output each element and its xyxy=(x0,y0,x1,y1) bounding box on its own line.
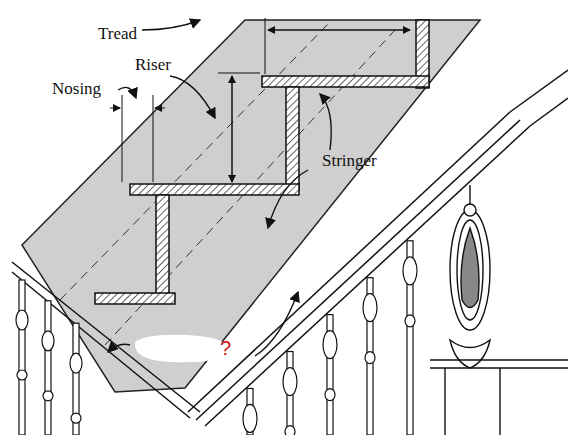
step-sections xyxy=(95,20,429,304)
question-mark: ? xyxy=(220,338,231,358)
part-name: Nosing xyxy=(52,80,101,97)
part-name: Stringer xyxy=(322,152,377,169)
part-name: Riser xyxy=(135,56,171,73)
ornament xyxy=(430,185,568,435)
part-name: Tread xyxy=(98,25,137,42)
